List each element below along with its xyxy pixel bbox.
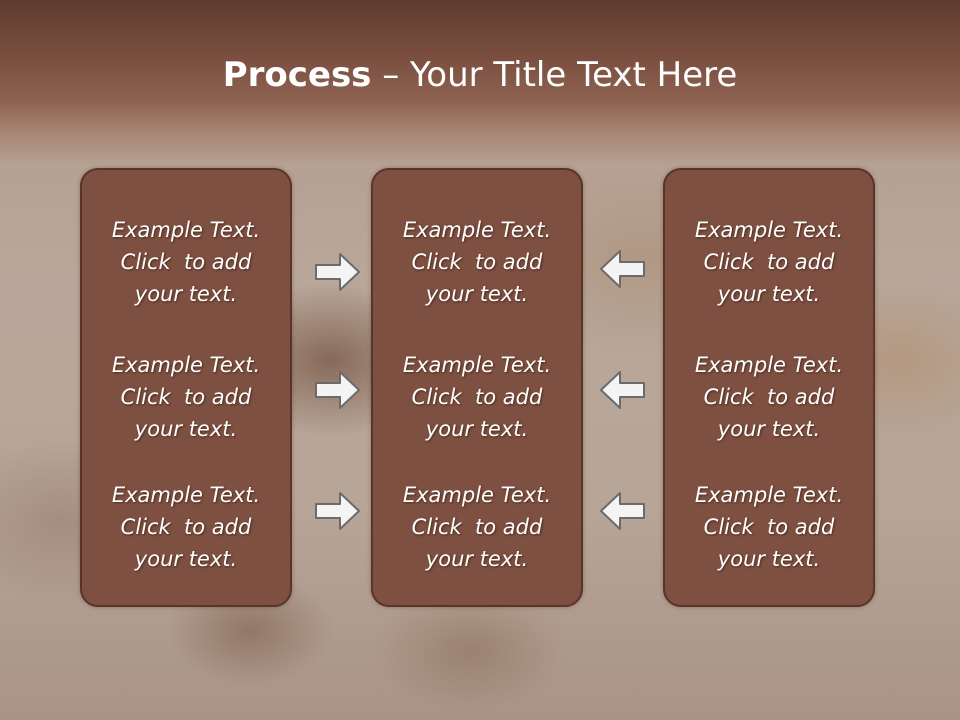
text-placeholder[interactable]: Example Text. Click to add your text.: [373, 214, 581, 310]
arrow-left-icon: [600, 492, 645, 530]
arrow-left-icon: [600, 250, 645, 288]
arrow-right-icon: [315, 371, 360, 409]
title-band: [0, 0, 960, 165]
text-line: your text.: [425, 547, 529, 571]
arrow-right-icon: [315, 492, 360, 530]
text-line: Example Text.: [111, 218, 261, 242]
text-line: Example Text.: [694, 353, 844, 377]
text-placeholder[interactable]: Example Text. Click to add your text.: [82, 479, 290, 575]
text-line: your text.: [134, 282, 238, 306]
text-line: Click to add: [703, 515, 835, 539]
text-line: your text.: [717, 547, 821, 571]
text-line: Click to add: [120, 515, 252, 539]
text-placeholder[interactable]: Example Text. Click to add your text.: [82, 349, 290, 445]
text-line: Example Text.: [402, 353, 552, 377]
process-panel-right: Example Text. Click to add your text. Ex…: [663, 168, 875, 607]
text-placeholder[interactable]: Example Text. Click to add your text.: [373, 349, 581, 445]
text-line: your text.: [134, 547, 238, 571]
text-line: Click to add: [120, 250, 252, 274]
text-placeholder[interactable]: Example Text. Click to add your text.: [665, 349, 873, 445]
process-panel-left: Example Text. Click to add your text. Ex…: [80, 168, 292, 607]
text-line: Click to add: [411, 250, 543, 274]
text-placeholder[interactable]: Example Text. Click to add your text.: [373, 479, 581, 575]
text-line: your text.: [425, 282, 529, 306]
text-line: your text.: [134, 417, 238, 441]
text-line: your text.: [717, 417, 821, 441]
arrow-right-icon: [315, 253, 360, 291]
text-line: Click to add: [703, 385, 835, 409]
text-line: Example Text.: [111, 483, 261, 507]
text-line: Click to add: [703, 250, 835, 274]
text-placeholder[interactable]: Example Text. Click to add your text.: [665, 214, 873, 310]
title-rest: – Your Title Text Here: [371, 55, 738, 95]
process-panel-center: Example Text. Click to add your text. Ex…: [371, 168, 583, 607]
text-line: Click to add: [411, 515, 543, 539]
text-line: Example Text.: [402, 218, 552, 242]
text-line: Example Text.: [402, 483, 552, 507]
text-line: Example Text.: [694, 218, 844, 242]
text-placeholder[interactable]: Example Text. Click to add your text.: [665, 479, 873, 575]
text-line: Click to add: [411, 385, 543, 409]
text-line: Example Text.: [111, 353, 261, 377]
text-line: Example Text.: [694, 483, 844, 507]
title-bold: Process: [222, 55, 372, 95]
text-line: Click to add: [120, 385, 252, 409]
slide-title[interactable]: Process – Your Title Text Here: [0, 52, 960, 98]
text-line: your text.: [425, 417, 529, 441]
text-placeholder[interactable]: Example Text. Click to add your text.: [82, 214, 290, 310]
arrow-left-icon: [600, 371, 645, 409]
text-line: your text.: [717, 282, 821, 306]
